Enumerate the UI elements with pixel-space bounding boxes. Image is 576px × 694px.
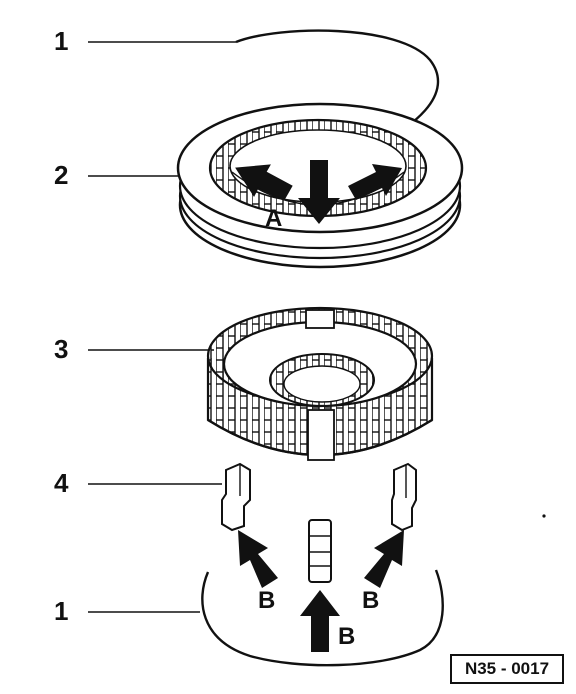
callout-1-bottom: 1 (54, 596, 68, 626)
callout-3: 3 (54, 334, 68, 364)
sliding-sleeve (176, 102, 464, 269)
speck (542, 514, 546, 518)
reference-code-box: N35 - 0017 (450, 654, 564, 684)
retaining-spring-bottom (201, 569, 444, 667)
synchro-hub (206, 306, 434, 461)
arrow-b-right (364, 530, 404, 588)
arrow-label-b-center: B (338, 623, 355, 650)
reference-code: N35 - 0017 (464, 659, 550, 678)
arrow-label-b-right: B (362, 587, 379, 614)
arrow-label-a: A (265, 205, 282, 232)
locking-piece-left (221, 462, 251, 532)
locking-piece-right (391, 462, 417, 532)
arrow-a-center (298, 160, 340, 224)
arrow-a-left (235, 164, 293, 201)
callout-2: 2 (54, 160, 68, 190)
arrow-b-center (300, 590, 340, 652)
callout-4: 4 (54, 468, 69, 498)
arrow-b-left (238, 530, 278, 588)
arrow-label-b-left: B (258, 587, 275, 614)
locking-piece-center (308, 519, 332, 583)
callout-1-top: 1 (54, 26, 68, 56)
arrow-a-right (348, 164, 402, 200)
